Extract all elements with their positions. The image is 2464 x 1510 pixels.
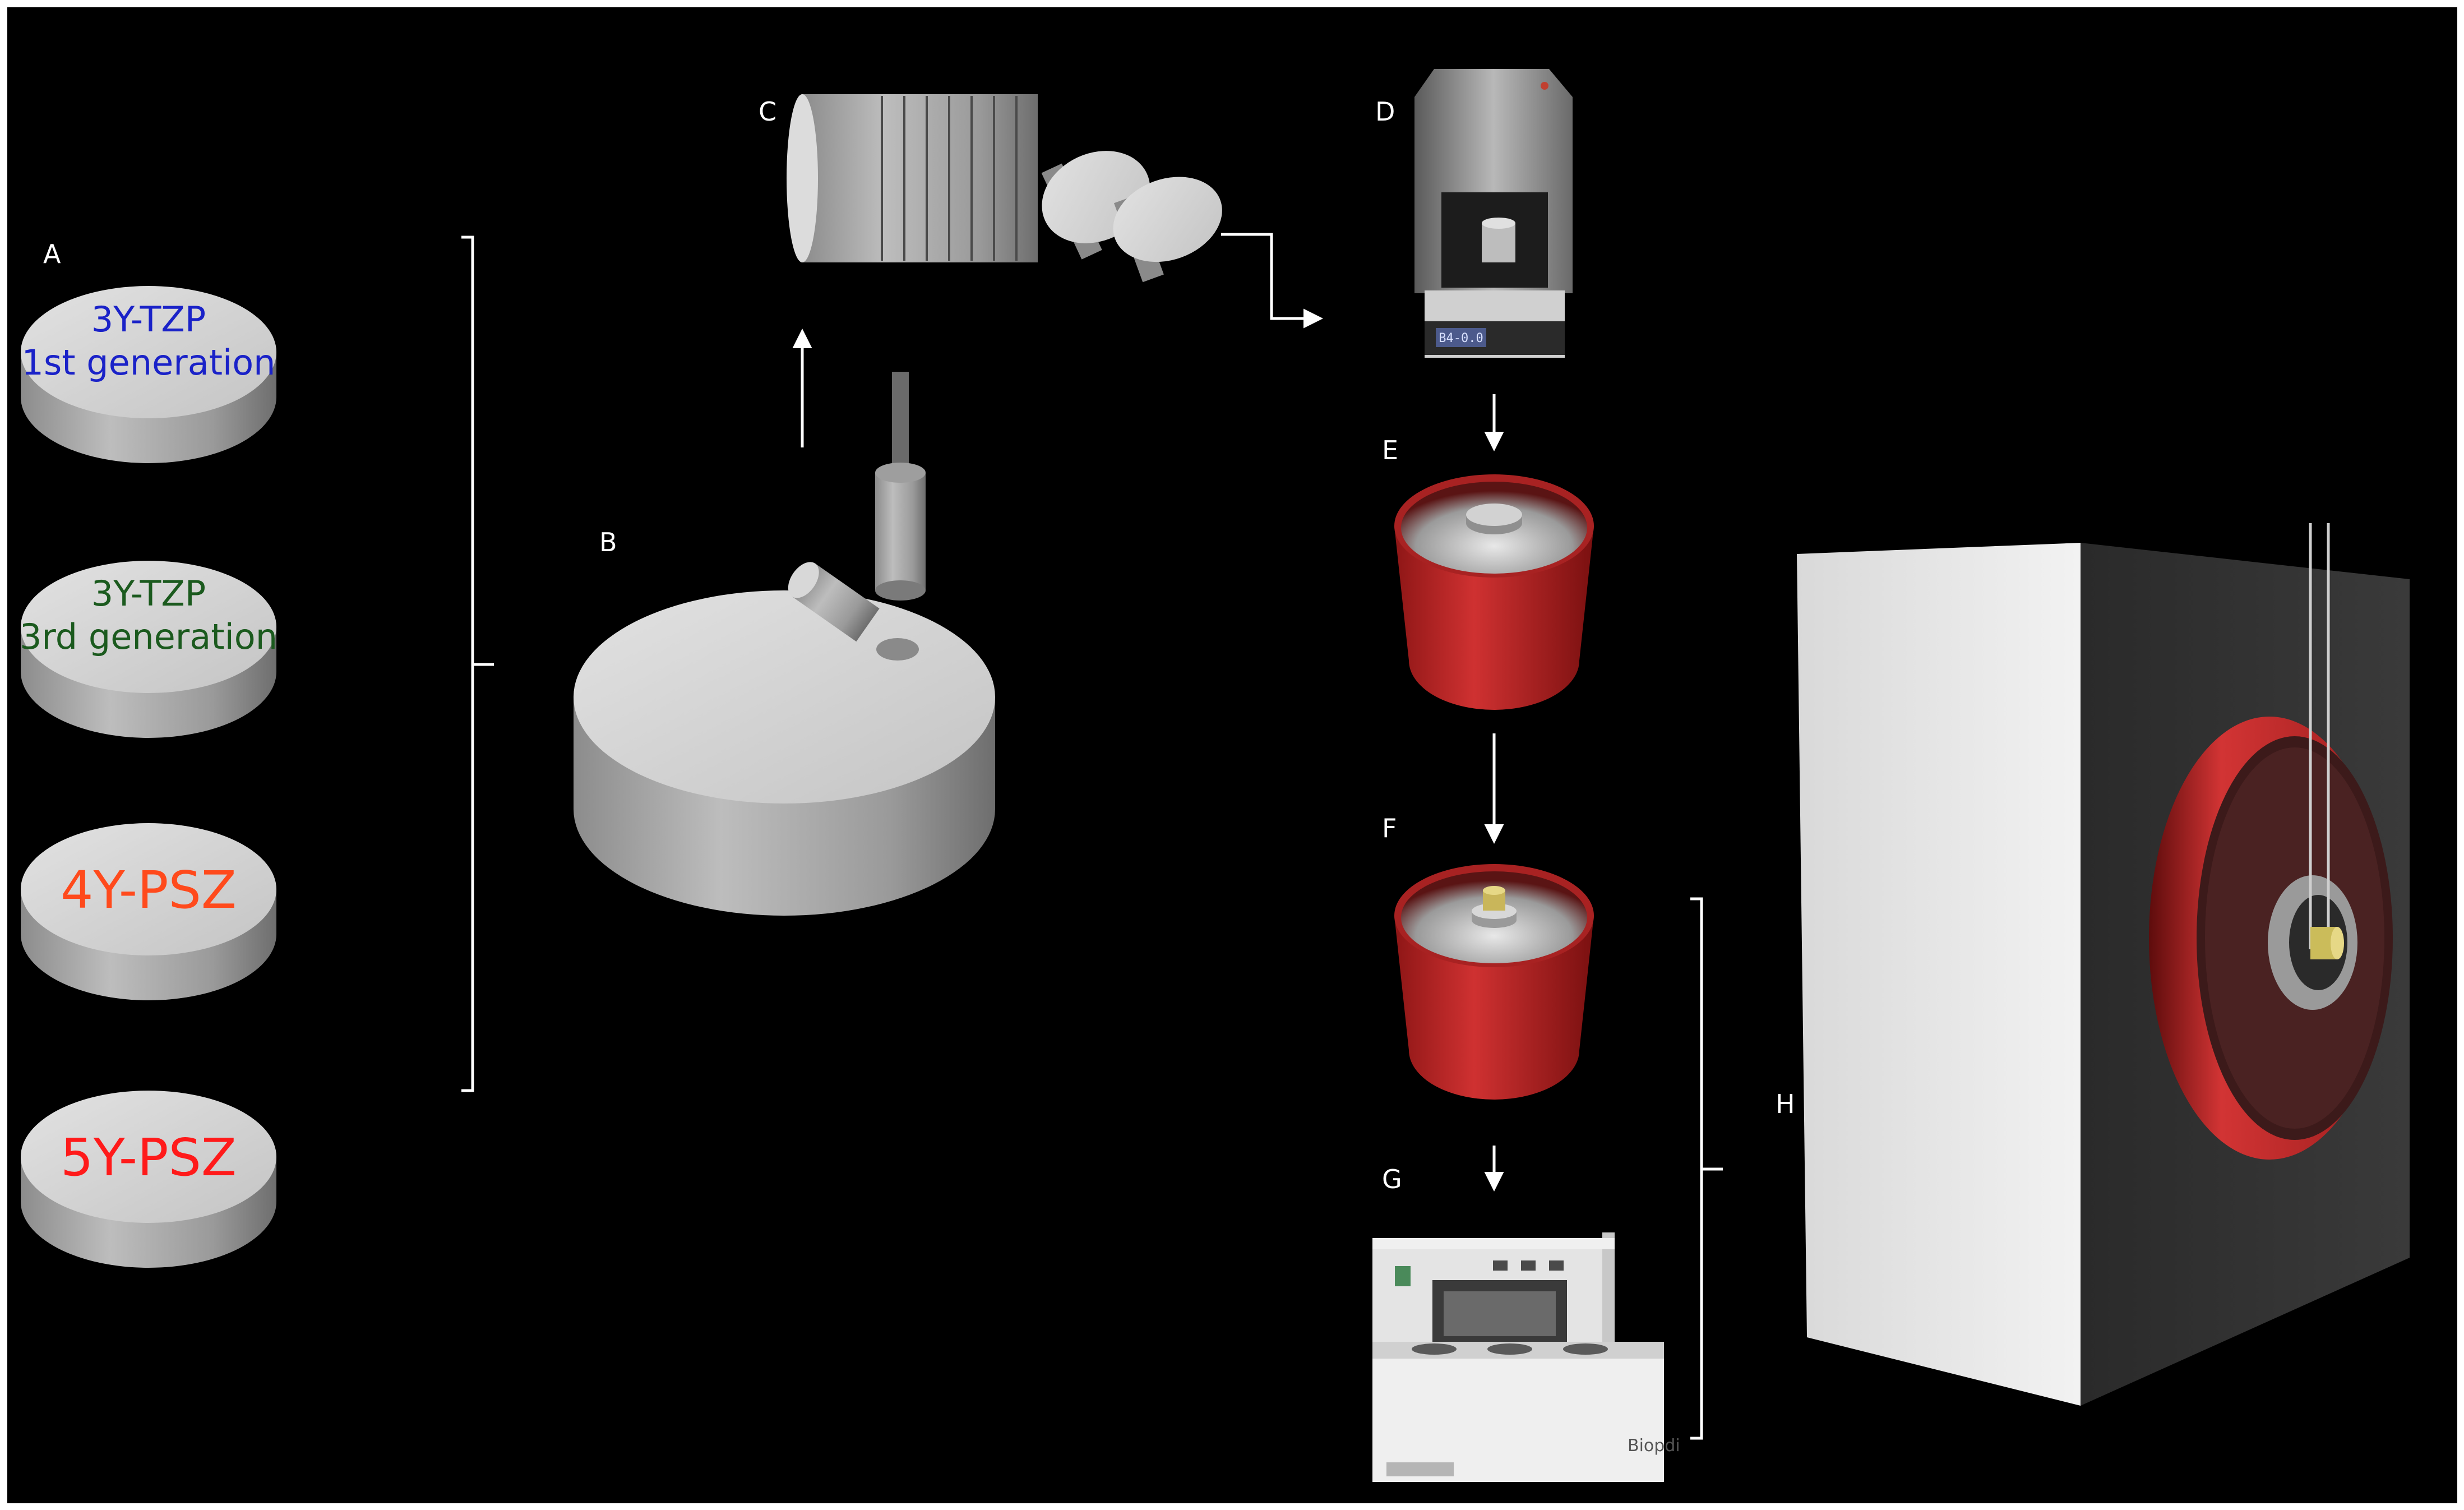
furnace-display: B4-0.0 bbox=[1439, 331, 1483, 345]
disc-5y-psz: 5Y-PSZ bbox=[21, 1091, 276, 1268]
label-f: F bbox=[1382, 813, 1397, 843]
sintering-furnace: B4-0.0 bbox=[1414, 69, 1573, 358]
aging-bath-machine: Biopdi bbox=[1372, 1232, 1680, 1482]
figure-canvas: A 3Y-TZP 1st generation 3Y-TZP 3rd gener… bbox=[7, 7, 2457, 1503]
milling-disc bbox=[574, 372, 995, 916]
label-e: E bbox=[1382, 435, 1398, 465]
disc-4-label: 5Y-PSZ bbox=[61, 1128, 237, 1188]
disc-2-line2: 3rd generation bbox=[20, 616, 278, 657]
arrow-c-to-d bbox=[1221, 233, 1323, 329]
label-g: G bbox=[1382, 1164, 1402, 1194]
label-b: B bbox=[599, 527, 617, 557]
disc-4y-psz: 4Y-PSZ bbox=[21, 823, 276, 1000]
label-h: H bbox=[1776, 1089, 1795, 1119]
bracket-a bbox=[461, 235, 494, 1092]
test-chamber bbox=[1797, 523, 2410, 1406]
crucible-e bbox=[1394, 474, 1594, 710]
label-a: A bbox=[43, 239, 61, 269]
disc-2-line1: 3Y-TZP bbox=[91, 573, 206, 614]
disc-3y-tzp-1st: 3Y-TZP 1st generation bbox=[21, 286, 276, 463]
crucible-f bbox=[1394, 864, 1594, 1100]
drill-icon bbox=[875, 372, 926, 601]
label-c: C bbox=[759, 96, 776, 127]
disc-1-line2: 1st generation bbox=[22, 342, 276, 383]
bath-brand: Biopdi bbox=[1628, 1436, 1680, 1456]
sliced-cylinder bbox=[787, 94, 1222, 283]
disc-1-line1: 3Y-TZP bbox=[91, 299, 206, 340]
disc-3y-tzp-3rd: 3Y-TZP 3rd generation bbox=[20, 561, 278, 738]
bracket-h bbox=[1690, 897, 1723, 1440]
label-d: D bbox=[1375, 96, 1395, 127]
disc-3-label: 4Y-PSZ bbox=[61, 860, 237, 920]
